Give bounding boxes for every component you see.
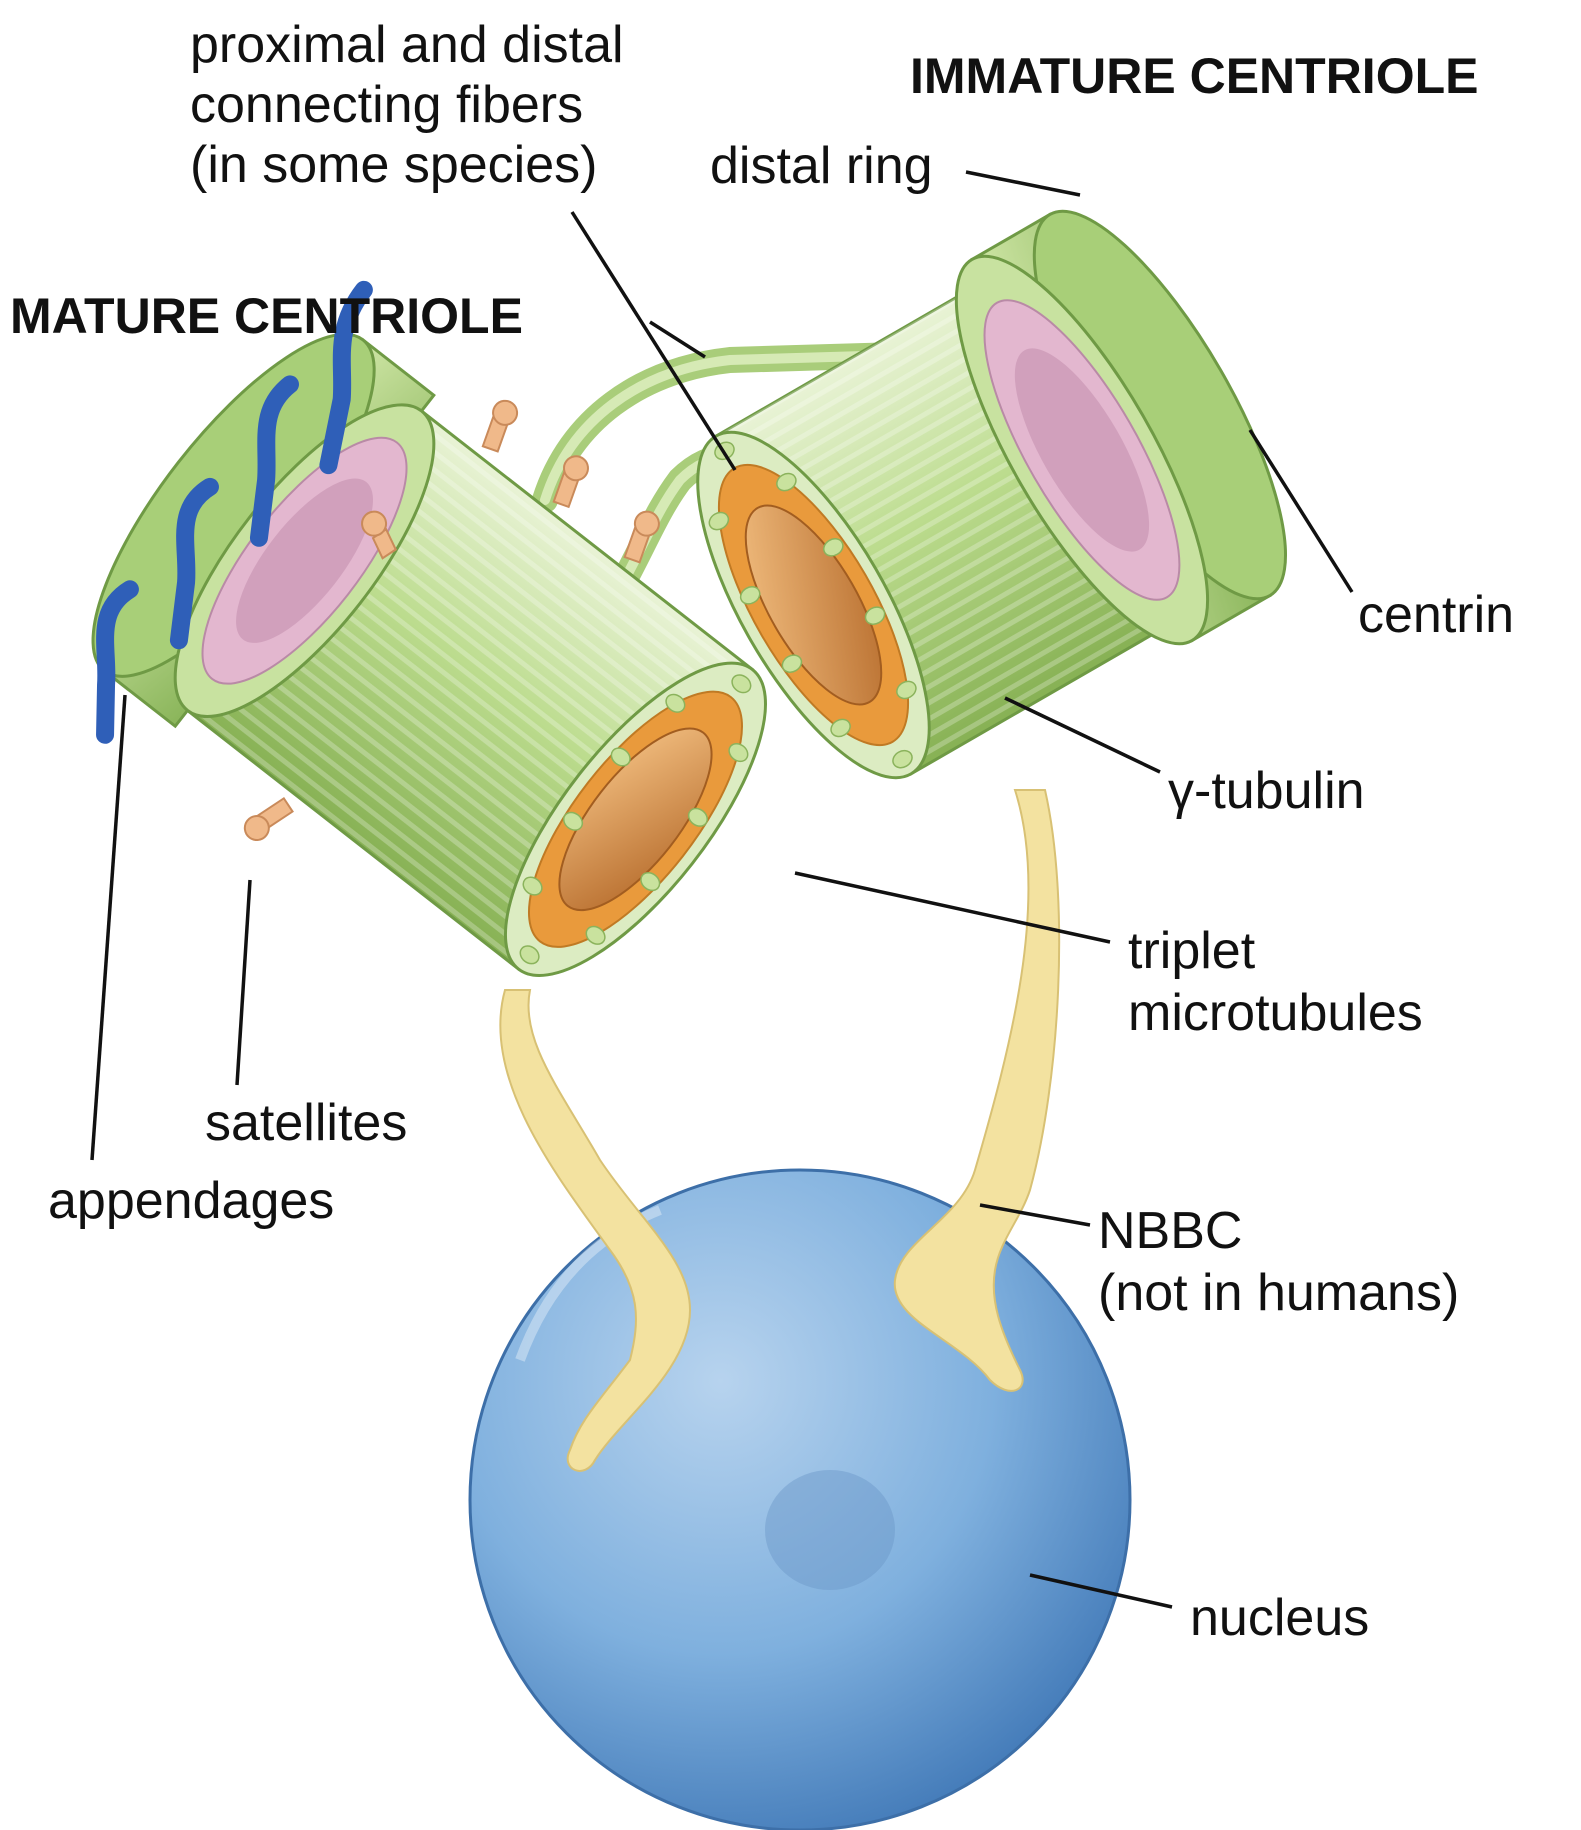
gamma-tubulin-label: γ-tubulin [1168, 762, 1365, 820]
nucleus [468, 1168, 1132, 1830]
triplet-label-2: microtubules [1128, 984, 1423, 1042]
appendages [96, 280, 373, 744]
distal-ring-label: distal ring [710, 137, 933, 195]
fibers-label-1: proximal and distal [190, 16, 624, 74]
centrin-label: centrin [1358, 586, 1514, 644]
satellites [243, 399, 660, 842]
nucleolus [765, 1470, 895, 1590]
nbbc-label-1: NBBC [1098, 1202, 1242, 1260]
nbbc-fibers [499, 789, 1061, 1472]
mature-centriole [91, 280, 767, 977]
immature-centriole [696, 209, 1288, 780]
triplet-microtubules-mature [519, 674, 752, 965]
leader-lines [90, 170, 1354, 1609]
appendages-label: appendages [48, 1172, 334, 1230]
mature-centriole-title: MATURE CENTRIOLE [10, 288, 523, 344]
nbbc-label-2: (not in humans) [1098, 1264, 1459, 1322]
fibers-label-2: connecting fibers [190, 76, 583, 134]
nucleus-label: nucleus [1190, 1589, 1369, 1647]
immature-centriole-title: IMMATURE CENTRIOLE [910, 48, 1478, 104]
satellites-label: satellites [205, 1094, 407, 1152]
distal-ring [954, 209, 1288, 646]
fibers-label-3: (in some species) [190, 136, 597, 194]
labels: MATURE CENTRIOLE IMMATURE CENTRIOLE prox… [10, 16, 1514, 1647]
triplet-label-1: triplet [1128, 922, 1256, 980]
